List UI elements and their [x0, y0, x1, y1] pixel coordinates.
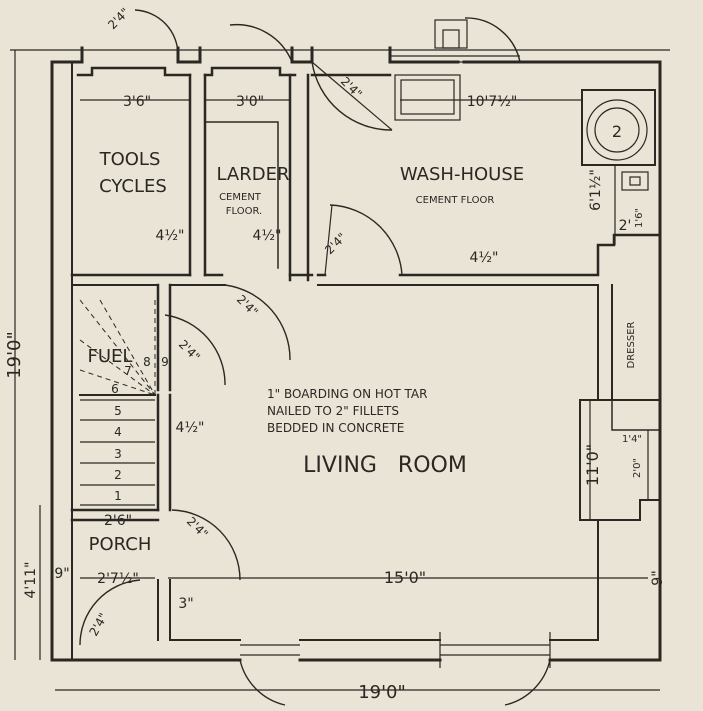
outer-walls: [10, 46, 670, 662]
room-larder-label: LARDER: [216, 164, 289, 185]
dim-wash-width: 10'7½": [467, 94, 518, 110]
stair-number: 4: [114, 425, 122, 439]
dim-wall-4half-b: 4½": [253, 228, 282, 244]
dim-left-wall: 9": [54, 566, 69, 582]
dim-wash-depth: 6'1½": [588, 169, 604, 211]
stair-number: 8: [143, 355, 151, 369]
stair-number: 7: [124, 364, 132, 378]
stair-number: 5: [114, 404, 122, 418]
dim-right-wall: 9": [650, 570, 666, 585]
dim-overall-height: 19'0": [4, 331, 25, 379]
dim-right-2-0: 2'0": [632, 458, 643, 478]
dim-larder-width: 3'0": [236, 94, 264, 110]
room-wash-house-label: WASH-HOUSE: [400, 164, 524, 185]
dresser-label: DRESSER: [626, 321, 637, 368]
dim-porch-inner: 2'7½": [97, 571, 139, 587]
dim-wall-4half-d: 4½": [176, 420, 205, 436]
dim-copper-small: 1'6": [634, 208, 645, 228]
stair-number: 6: [111, 382, 119, 396]
dim-wall-4half-c: 4½": [470, 250, 499, 266]
dim-overall-width: 19'0": [358, 682, 406, 703]
inner-walls: [70, 19, 662, 641]
larder-floor-line-1: CEMENT: [219, 192, 262, 203]
stair-number: 2: [114, 468, 122, 482]
room-fuel-label: FUEL: [88, 346, 133, 367]
wash-floor-label: CEMENT FLOOR: [416, 195, 495, 206]
dim-right-1-4: 1'4": [622, 434, 642, 445]
staircase: [79, 299, 156, 506]
dim-wall-4half-a: 4½": [156, 228, 185, 244]
stair-number: 1: [114, 489, 122, 503]
boarding-note-line-2: NAILED TO 2" FILLETS: [267, 404, 399, 418]
stair-number: 3: [114, 447, 122, 461]
windows: [240, 55, 551, 668]
dim-porch-height: 4'11": [23, 561, 39, 598]
dim-step-3: 3": [178, 596, 193, 612]
dim-porch-width: 2'6": [104, 513, 132, 529]
stair-numbers: 1 2 3 4 5 6 7 8 9: [111, 355, 169, 503]
dimension-lines: [14, 50, 660, 691]
copper-label: 2: [612, 122, 622, 141]
dim-living-height: 11'0": [583, 444, 602, 486]
door-swings: [79, 9, 648, 706]
boarding-note-line-1: 1" BOARDING ON HOT TAR: [267, 387, 427, 401]
dim-living-width: 15'0": [384, 568, 426, 587]
room-living-label: LIVING ROOM: [303, 453, 467, 478]
boarding-note: 1" BOARDING ON HOT TAR NAILED TO 2" FILL…: [267, 387, 427, 435]
dim-tools-width: 3'6": [123, 94, 151, 110]
stair-number: 9: [161, 355, 169, 369]
room-tools-label: TOOLS: [99, 149, 161, 170]
room-cycles-label: CYCLES: [99, 176, 167, 197]
larder-floor-line-2: FLOOR.: [226, 206, 262, 217]
boarding-note-line-3: BEDDED IN CONCRETE: [267, 421, 404, 435]
dim-copper-width: 2': [619, 218, 632, 234]
room-porch-label: PORCH: [89, 534, 152, 555]
